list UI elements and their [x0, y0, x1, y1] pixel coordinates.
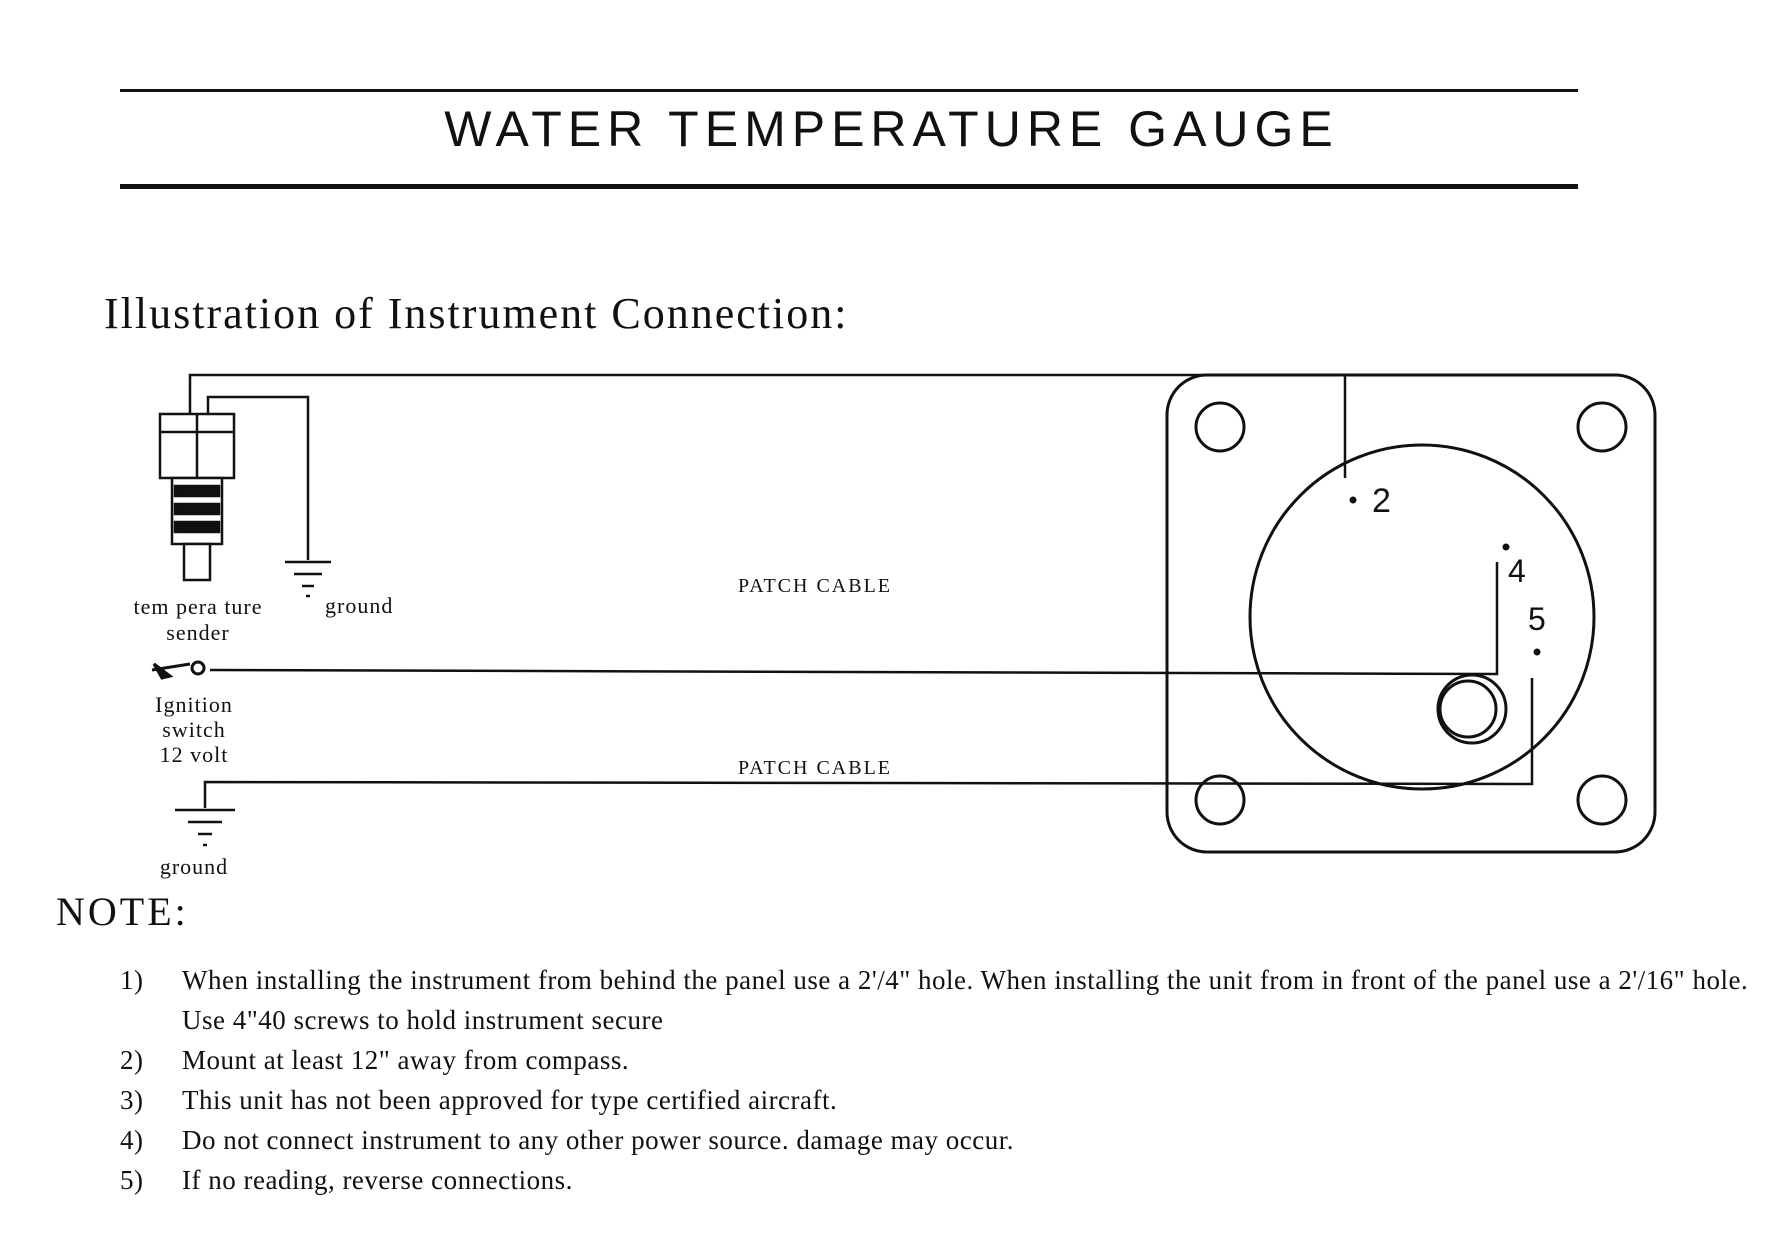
terminal-4-label: 4 — [1508, 553, 1526, 589]
gauge-body — [1248, 443, 1596, 791]
ignition-switch-icon — [151, 660, 206, 680]
note-text: Mount at least 12" away from compass. — [182, 1045, 630, 1075]
note-text: If no reading, reverse connections. — [182, 1165, 573, 1195]
sender-label-line2: sender — [166, 620, 229, 645]
terminal-2-label: 2 — [1372, 482, 1391, 520]
terminal-2-dot — [1349, 496, 1357, 504]
bottom-ground-icon — [175, 808, 235, 847]
note-number: 1) — [120, 965, 144, 995]
note-text: When installing the instrument from behi… — [182, 965, 1749, 1035]
notes-list: 1) When installing the instrument from b… — [120, 960, 1780, 1200]
terminal-dots — [1349, 496, 1541, 656]
title-rule-bottom — [120, 184, 1578, 189]
terminal-5-dot — [1533, 648, 1541, 656]
note-text: Do not connect instrument to any other p… — [182, 1125, 1015, 1155]
page-title: WATER TEMPERATURE GAUGE — [444, 101, 1339, 157]
note-number: 5) — [120, 1165, 144, 1195]
note-item: 4) Do not connect instrument to any othe… — [120, 1120, 1780, 1160]
mounting-hole-bottom-left — [1194, 774, 1246, 826]
title-rule-top — [120, 89, 1578, 92]
note-item: 2) Mount at least 12" away from compass. — [120, 1040, 1780, 1080]
sender-ground-icon — [285, 560, 331, 598]
diagram-subtitle: Illustration of Instrument Connection: — [104, 289, 849, 338]
terminal-4-dot — [1502, 543, 1510, 551]
gauge-housing — [1165, 373, 1657, 854]
wire-ground-to-terminal-5 — [203, 678, 1534, 808]
mounting-hole-top-right — [1576, 401, 1628, 453]
terminal-5-label: 5 — [1528, 601, 1546, 637]
patch-cable-label-lower: PATCH CABLE — [738, 757, 892, 779]
gauge-light-inner — [1438, 679, 1498, 739]
wire-sender-ground — [206, 395, 310, 560]
temperature-sender-icon — [158, 412, 236, 582]
note-number: 2) — [120, 1045, 144, 1075]
ignition-label-line3: 12 volt — [160, 742, 229, 767]
wire-sender-to-terminal-2 — [188, 373, 1347, 478]
ignition-label-line2: switch — [162, 717, 225, 742]
note-text: This unit has not been approved for type… — [182, 1085, 838, 1115]
ignition-label-line1: Ignition — [155, 692, 233, 717]
bottom-ground-label: ground — [160, 854, 228, 879]
sender-label-line1: tem pera ture — [133, 594, 262, 619]
notes-heading: NOTE: — [56, 889, 189, 934]
note-item: 3) This unit has not been approved for t… — [120, 1080, 1780, 1120]
note-item: 5) If no reading, reverse connections. — [120, 1160, 1780, 1200]
note-number: 3) — [120, 1085, 144, 1115]
patch-cable-label-upper: PATCH CABLE — [738, 575, 892, 597]
gauge-light-outer — [1436, 673, 1508, 745]
wire-ignition-to-terminal-4 — [209, 562, 1499, 676]
mounting-hole-top-left — [1194, 401, 1246, 453]
mounting-hole-bottom-right — [1576, 774, 1628, 826]
note-number: 4) — [120, 1125, 144, 1155]
note-item: 1) When installing the instrument from b… — [120, 960, 1780, 1040]
mounting-plate — [1165, 373, 1657, 854]
sender-ground-label: ground — [325, 593, 393, 618]
